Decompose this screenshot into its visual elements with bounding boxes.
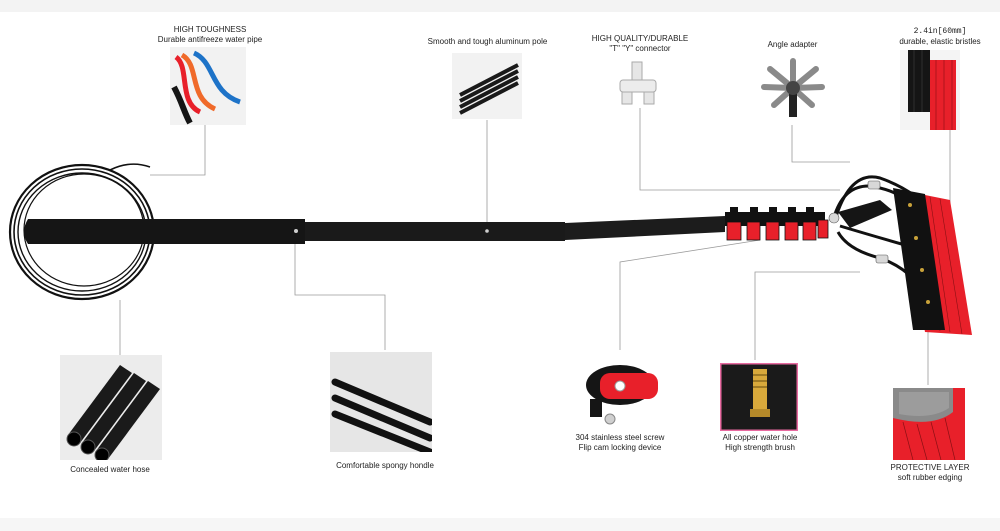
aluminum-pole-image	[452, 53, 522, 119]
brush-head	[893, 188, 972, 335]
water-hose-desc: Concealed water hose	[70, 465, 150, 474]
protective-layer-desc: soft rubber edging	[897, 473, 963, 482]
connector-desc: "T" "Y" connector	[609, 44, 671, 53]
water-pipe-image	[170, 47, 246, 125]
angle-adapter-body	[838, 200, 892, 228]
water-pipe-title: HIGH TOUGHNESS	[173, 25, 247, 34]
connector-label: HIGH QUALITY/DURABLE "T" "Y" connector	[570, 34, 710, 54]
handle-image	[330, 352, 432, 452]
bristles-size: 2.4in[60mm]	[913, 27, 967, 36]
clamps	[725, 207, 829, 241]
bottom-band	[0, 518, 1000, 531]
bristles-image	[900, 50, 960, 130]
connector-title: HIGH QUALITY/DURABLE	[591, 34, 689, 43]
pole	[24, 216, 725, 244]
hose-fittings	[828, 180, 889, 264]
connector-image	[614, 58, 664, 106]
bristles-label: 2.4in[60mm] durable, elastic bristles	[890, 27, 990, 47]
water-hole-label: All copper water hole High strength brus…	[705, 433, 815, 453]
protective-layer-title: PROTECTIVE LAYER	[890, 463, 970, 472]
bristles-desc: durable, elastic bristles	[899, 37, 981, 46]
steel-screw-title: 304 stainless steel screw	[575, 433, 665, 442]
protective-layer-label: PROTECTIVE LAYER soft rubber edging	[875, 463, 985, 483]
top-band	[0, 0, 1000, 12]
protective-layer-image	[893, 388, 965, 460]
water-pipe-desc: Durable antifreeze water pipe	[157, 35, 263, 44]
angle-adapter-image	[760, 55, 826, 121]
aluminum-pole-label: Smooth and tough aluminum pole	[400, 37, 575, 47]
water-hole-image	[720, 363, 798, 431]
aluminum-pole-desc: Smooth and tough aluminum pole	[427, 37, 548, 46]
angle-adapter-label: Angle adapter	[740, 40, 845, 50]
steel-screw-label: 304 stainless steel screw Flip cam locki…	[560, 433, 680, 453]
steel-screw-desc: Flip cam locking device	[578, 443, 662, 452]
water-pipe-label: HIGH TOUGHNESS Durable antifreeze water …	[120, 25, 300, 45]
leader-lines	[119, 108, 951, 385]
water-hose-image	[60, 355, 162, 460]
water-hole-desc: High strength brush	[725, 443, 795, 452]
water-hose-label: Concealed water hose	[50, 465, 170, 475]
handle-desc: Comfortable spongy hondle	[336, 461, 434, 470]
angle-adapter-desc: Angle adapter	[767, 40, 818, 49]
handle-label: Comfortable spongy hondle	[320, 461, 450, 471]
water-hole-title: All copper water hole	[722, 433, 798, 442]
steel-screw-image	[580, 355, 662, 427]
